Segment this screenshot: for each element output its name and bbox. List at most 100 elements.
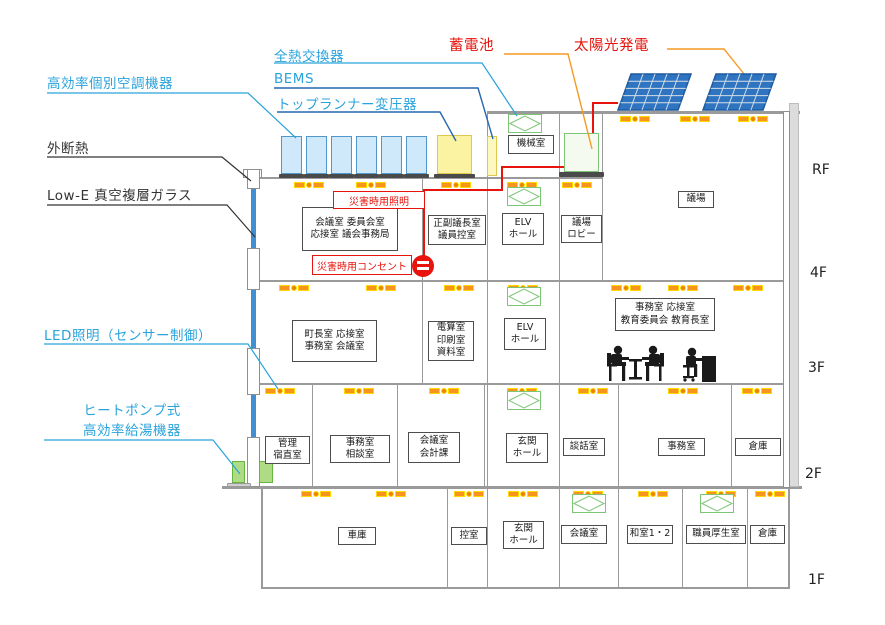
floor-label-3f: 3F [808,360,825,376]
room-label-box: 機械室 [508,135,554,154]
led-light-icon [376,490,406,497]
led-light-icon [301,490,331,497]
ac-unit-base [279,174,304,178]
ac-unit-base [329,174,354,178]
interior-wall-line [618,384,619,588]
interior-wall-line [747,487,748,588]
led-light-icon [562,181,592,188]
room-label-box: ELV ホール [502,213,544,245]
led-light-icon [733,284,763,291]
bems-unit [487,136,497,176]
room-label-box: 議場 ロビー [561,215,602,243]
led-light-icon [611,284,641,291]
led-light-icon [508,490,538,497]
led-light-icon [620,115,650,122]
room-label-box: 議場 [678,191,714,208]
heat-exchanger-icon [508,114,542,137]
led-light-icon [356,181,386,188]
callout-led-lighting-label: LED照明（センサー制御） [44,328,212,344]
ac-unit [331,136,352,174]
callout-heat-pump-label: ヒートポンプ式 高効率給湯機器 [83,403,181,439]
floor-slab-line [248,383,790,385]
heat-exchanger-icon [572,494,606,517]
room-label-box: 電算室 印刷室 資料室 [428,321,474,361]
heat-exchanger-icon [507,391,541,414]
ac-unit [281,136,302,174]
room-label-box: 管理 宿直室 [265,436,310,464]
room-label-box: 控室 [451,527,487,545]
emergency-outlet-label: 災害時用コンセント [312,255,412,275]
interior-wall-line [312,384,313,487]
room-label-box: 談話室 [563,438,605,456]
room-label-box: 町長室 応接室 事務室 会議室 [292,320,377,362]
ac-unit-base [304,174,329,178]
floor-label-2f: 2F [805,466,822,482]
interior-wall-line [261,487,263,588]
led-light-icon [738,115,768,122]
room-label-box: 会議室 [561,525,607,544]
led-light-icon [444,284,474,291]
room-label-box: 会議室 委員会室 応接室 議会事務局 [302,207,398,251]
callout-storage-battery-label: 蓄電池 [449,38,494,54]
ac-unit-base [354,174,379,178]
led-light-icon [755,490,785,497]
emergency-lighting-label: 災害時用照明 [333,191,425,209]
room-label-box: ELV ホール [504,318,546,350]
interior-wall-line [484,384,485,487]
ac-unit [356,136,377,174]
left-wall-panel [247,169,260,189]
interior-wall-line [487,111,488,588]
led-light-icon [429,387,459,394]
led-light-icon [680,115,710,122]
led-light-icon [578,387,608,394]
interior-wall-line [397,384,398,487]
led-light-icon [366,284,396,291]
left-window-glass [251,395,256,437]
callout-heat-exchanger-label: 全熱交換器 [274,49,344,65]
floor-slab-line [487,111,800,114]
ac-unit-base [404,174,429,178]
heat-pump-unit [232,461,245,483]
led-light-icon [668,284,698,291]
left-wall-panel [247,348,260,395]
interior-wall-line [447,487,448,588]
led-light-icon [265,387,295,394]
right-wall-panel [783,111,790,488]
callout-exterior-insulation-label: 外断熱 [47,141,89,157]
callout-solar-power-label: 太陽光発電 [574,38,649,54]
heat-exchanger-icon [700,494,734,517]
transformer-base [434,174,475,178]
heat-pump-unit [259,461,273,483]
ac-unit [381,136,402,174]
interior-wall-line [788,487,790,588]
interior-wall-line [559,112,560,588]
emergency-outlet-icon [412,255,434,277]
room-label-box: 玄関 ホール [503,521,544,549]
room-label-box: 事務室 [658,438,705,456]
room-label-box: 和室1・2 [627,525,673,544]
led-light-icon [638,490,668,497]
transformer-unit [437,135,472,174]
callout-hvac-label: 高効率個別空調機器 [47,76,173,92]
heat-exchanger-icon [507,287,541,310]
floor-label-rf: RF [812,162,830,178]
room-label-box: 正副議長室 議員控室 [428,215,486,245]
interior-wall-line [731,384,732,487]
room-label-box: 職員厚生室 [686,525,746,544]
led-light-icon [454,490,484,497]
interior-wall-line [602,111,603,281]
left-wall-panel [247,248,260,290]
led-light-icon [742,387,772,394]
room-label-box: 倉庫 [750,525,785,544]
people-silhouette-icon [607,345,716,382]
room-label-box: 玄関 ホール [506,433,548,463]
left-window-glass [251,290,256,348]
exterior-insulation-band [789,103,799,487]
floor-slab-line [248,280,790,282]
room-label-box: 事務室 応接室 教育委員会 教育長室 [615,298,715,331]
led-light-icon [668,387,698,394]
room-label-box: 事務室 相談室 [330,435,390,463]
heat-pump-pad [227,483,251,487]
room-label-box: 会議室 会計課 [408,432,460,463]
